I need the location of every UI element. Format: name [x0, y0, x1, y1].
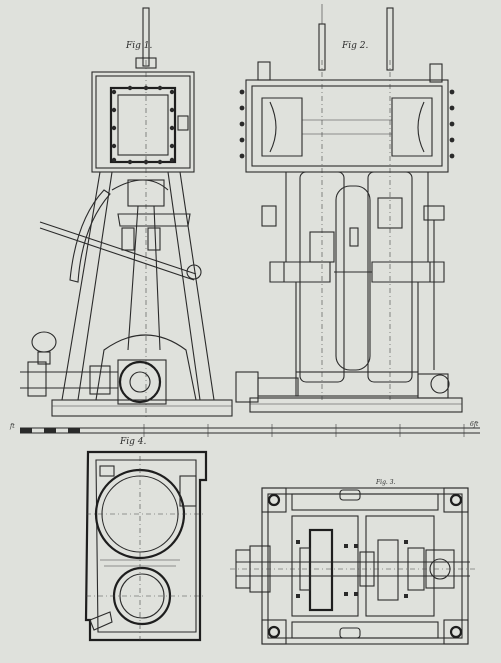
- figure-2-label: Fig 2.: [341, 41, 368, 51]
- fig1-crosshead: [127, 179, 165, 207]
- fig3-left-pit: [291, 515, 359, 617]
- fig2-right-column: [367, 171, 413, 383]
- fig2-flange-bolts: [239, 89, 455, 159]
- fig3-right-pit: [365, 515, 435, 617]
- fig1-crank-case: [95, 334, 197, 401]
- fig2-frame: [269, 172, 445, 372]
- figure-4-label: Fig 4.: [119, 437, 146, 447]
- figure-3-label: Fig. 3.: [375, 479, 396, 486]
- fig3-bolt-heads: [296, 540, 408, 598]
- fig4-outer-casing: [84, 450, 208, 642]
- figure-1-side-elevation: Fig 1.: [20, 7, 233, 420]
- fig2-cylinder-block: [245, 79, 449, 173]
- figure-3-plan-view: Fig. 3.: [230, 479, 476, 645]
- fig2-left-column: [299, 171, 345, 383]
- figure-4-section: Fig 4.: [84, 437, 208, 642]
- fig1-reversing-lever: [39, 221, 197, 275]
- scale-bar-right-label: 6ft: [470, 421, 479, 428]
- fig1-cylinder: [91, 71, 195, 173]
- fig1-frame-legs: [61, 171, 215, 401]
- figure-2-front-elevation: Fig 2.: [235, 4, 463, 413]
- fig1-cover-bolts: [111, 85, 175, 165]
- scale-bar: ft 6ft: [9, 421, 480, 437]
- fig1-valve-chest-cover: [109, 86, 177, 164]
- fig1-shaft: [20, 371, 118, 389]
- fig1-base-plate: [51, 399, 233, 417]
- figure-1-label: Fig 1.: [125, 41, 152, 51]
- fig1-crank: [118, 360, 162, 404]
- fig2-base-plate: [249, 397, 463, 413]
- scale-bar-left-label: ft: [9, 423, 15, 430]
- fig2-right-crosshead: [377, 197, 403, 229]
- fig3-bed-plate: [261, 487, 469, 645]
- fig1-connecting-rod: [127, 205, 161, 351]
- fig1-piston-rod: [142, 7, 150, 67]
